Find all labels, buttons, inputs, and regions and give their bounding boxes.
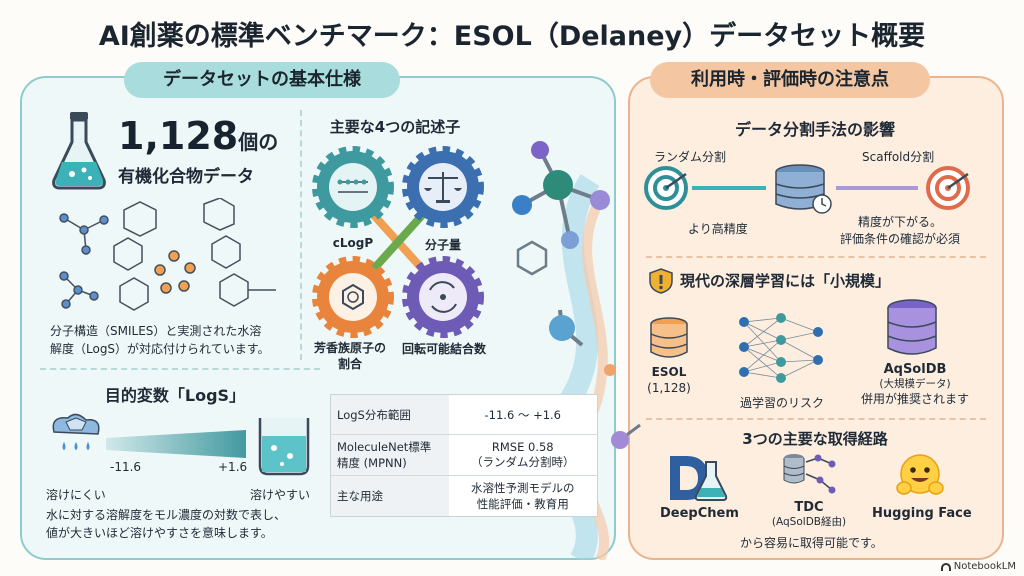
spec-value: RMSE 0.58（ランダム分割時）	[448, 434, 598, 476]
descriptors-title: 主要な4つの記述子	[329, 118, 461, 136]
spec-value: -11.6 ～ +1.6	[484, 407, 562, 422]
split-comparison-illustration	[644, 164, 970, 214]
solubility-scale-illustration	[52, 413, 310, 476]
small-dataset-title: 現代の深層学習には「小規模」	[680, 272, 891, 290]
source-tdc: TDC (AqSolDB経由)	[771, 500, 847, 528]
structure-note-line-2: 解度（LogS）が対応付けられています。	[50, 342, 270, 356]
spec-value: 水溶性予測モデルの性能評価・教育用	[448, 475, 598, 517]
aqsoldb-label: AqSolDB (大規模データ) 併用が推奨されます	[860, 362, 969, 406]
hugging-face-emoji-icon	[896, 454, 944, 495]
split-title: データ分割手法の影響	[734, 120, 895, 139]
descriptor-label-aromatic: 芳香族原子の 割合	[313, 341, 386, 371]
beaker-solution-icon	[258, 418, 310, 476]
compound-count-unit: 個の	[238, 130, 279, 154]
scale-low-label: 溶けにくい	[46, 488, 106, 502]
random-split-label: ランダム分割	[654, 150, 727, 164]
compound-count-label: 有機化合物データ	[118, 167, 254, 187]
notebooklm-branding: NotebookLM	[940, 561, 1016, 572]
random-split-result: より高精度	[688, 222, 748, 236]
target-description-line-2: 値が大きいほど溶けやすさを意味します。	[46, 526, 273, 540]
table-row: 主な用途 水溶性予測モデルの性能評価・教育用	[330, 475, 598, 517]
target-description-line-1: 水に対する溶解度をモル濃度の対数で表し、	[46, 508, 287, 522]
table-row: MoleculeNet標準精度 (MPNN) RMSE 0.58（ランダム分割時…	[330, 434, 598, 476]
scaffold-split-label: Scaffold分割	[862, 150, 935, 164]
spec-key: MoleculeNet標準精度 (MPNN)	[330, 434, 449, 476]
notebooklm-logo-icon	[940, 562, 951, 571]
deepchem-logo-icon	[670, 456, 728, 501]
target-miss-icon	[926, 166, 970, 210]
database-clock-icon	[775, 164, 832, 214]
right-panel	[628, 76, 1004, 560]
spec-key: LogS分布範囲	[330, 394, 449, 435]
source-hugging-face: Hugging Face	[872, 506, 972, 521]
page-title: AI創薬の標準ベンチマーク：ESOL（Delaney）データセット概要	[98, 21, 926, 52]
compound-count: 1,128個の	[118, 114, 278, 158]
target-description: 水に対する溶解度をモル濃度の対数で表し、 値が大きいほど溶けやすさを意味します。	[46, 506, 336, 542]
gear-rotatable	[402, 256, 484, 338]
right-divider-2	[646, 418, 986, 420]
scale-high-label: 溶けやすい	[250, 488, 311, 502]
target-hit-icon	[644, 166, 688, 210]
esol-label: ESOL (1,128)	[647, 365, 691, 395]
target-title: 目的変数「LogS」	[104, 386, 246, 405]
source-deepchem: DeepChem	[660, 506, 739, 521]
descriptor-label-molecular-weight: 分子量	[424, 238, 461, 252]
scale-low-value: -11.6	[110, 460, 142, 474]
descriptor-gears-illustration	[312, 146, 484, 338]
descriptor-label-rotatable: 回転可能結合数	[401, 342, 486, 356]
left-panel-header: データセットの基本仕様	[124, 62, 400, 98]
spec-table: LogS分布範囲 -11.6 ～ +1.6 MoleculeNet標準精度 (M…	[330, 394, 598, 517]
branding-label: NotebookLM	[953, 561, 1016, 572]
table-row: LogS分布範囲 -11.6 ～ +1.6	[330, 394, 598, 435]
compound-count-number: 1,128	[118, 114, 239, 158]
structure-note-line-1: 分子構造（SMILES）と実測された水溶	[50, 324, 262, 338]
gear-aromatic	[312, 256, 394, 338]
structure-note: 分子構造（SMILES）と実測された水溶 解度（LogS）が対応付けられています…	[50, 322, 310, 358]
scale-high-value: +1.6	[218, 460, 248, 474]
gear-clogp	[312, 146, 394, 228]
descriptor-label-clogp: cLogP	[332, 236, 374, 250]
tdc-network-icon	[783, 454, 836, 494]
esol-database-icon	[650, 317, 688, 358]
right-panel-header: 利用時・評価時の注意点	[650, 62, 930, 98]
overfit-risk-label: 過学習のリスク	[740, 396, 825, 410]
scaffold-split-result: 精度が下がる。 評価条件の確認が必須	[839, 215, 960, 246]
spec-key: 主な用途	[330, 475, 449, 517]
warning-shield-icon	[649, 268, 673, 294]
left-vertical-divider	[300, 110, 302, 360]
sources-title: 3つの主要な取得経路	[742, 430, 888, 448]
solid-crystal-icon	[52, 413, 100, 450]
sources-footer: から容易に取得可能です。	[740, 536, 883, 550]
aqsoldb-database-icon	[887, 299, 937, 355]
neural-network-icon	[739, 313, 823, 383]
right-divider-1	[646, 256, 986, 258]
left-horizontal-divider	[40, 368, 320, 370]
gear-molecular-weight	[402, 146, 484, 228]
molecule-structures-illustration	[59, 198, 276, 311]
flask-icon	[52, 112, 106, 190]
